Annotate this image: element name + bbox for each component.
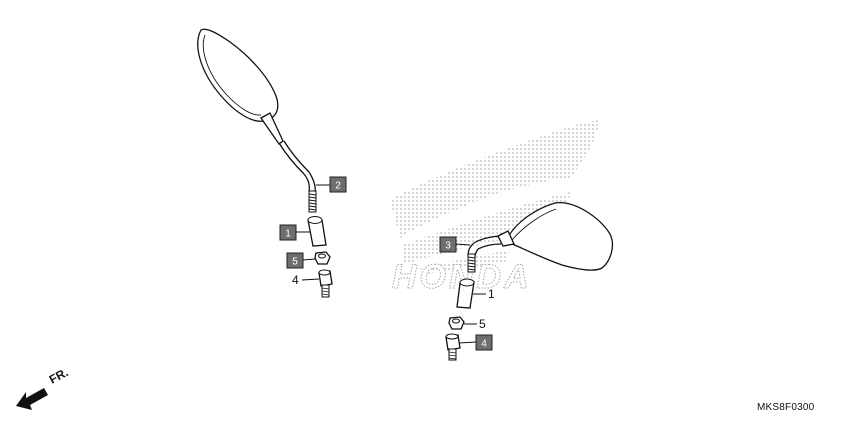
left-mirror-assembly: [197, 28, 317, 213]
left-mirror-head: [197, 28, 279, 122]
callout-right-4: 4: [481, 339, 487, 350]
right-mirror-assembly: [467, 202, 614, 273]
right-adapter: [456, 278, 475, 309]
callout-left-2: 2: [335, 181, 341, 192]
right-mirror-head: [507, 202, 614, 271]
left-adapter: [307, 216, 327, 247]
left-mirror-head-rim: [202, 34, 262, 116]
left-mirror-thread: [308, 190, 317, 213]
callout-right-3: 3: [445, 241, 451, 252]
front-label: FR.: [47, 365, 71, 386]
callout-right-5: 5: [479, 317, 486, 331]
callout-right-1: 1: [488, 287, 495, 301]
callout-left-4: 4: [292, 273, 299, 287]
right-nut: [448, 316, 465, 330]
left-mirror-neck: [260, 112, 284, 145]
right-bolt: [445, 333, 461, 361]
honda-watermark-text: HONDA: [392, 258, 532, 296]
left-bolt: [318, 269, 333, 298]
left-nut: [314, 251, 331, 265]
left-mirror-stem: [278, 142, 305, 175]
right-mirror-stem: [473, 235, 502, 250]
right-mirror-neck: [497, 230, 515, 247]
front-direction-indicator: FR.: [16, 365, 70, 410]
front-arrow-icon: [16, 388, 48, 410]
callout-left-1: 1: [285, 229, 291, 240]
callout-left-5: 5: [292, 257, 298, 268]
diagram-code: MKS8F0300: [757, 402, 815, 413]
